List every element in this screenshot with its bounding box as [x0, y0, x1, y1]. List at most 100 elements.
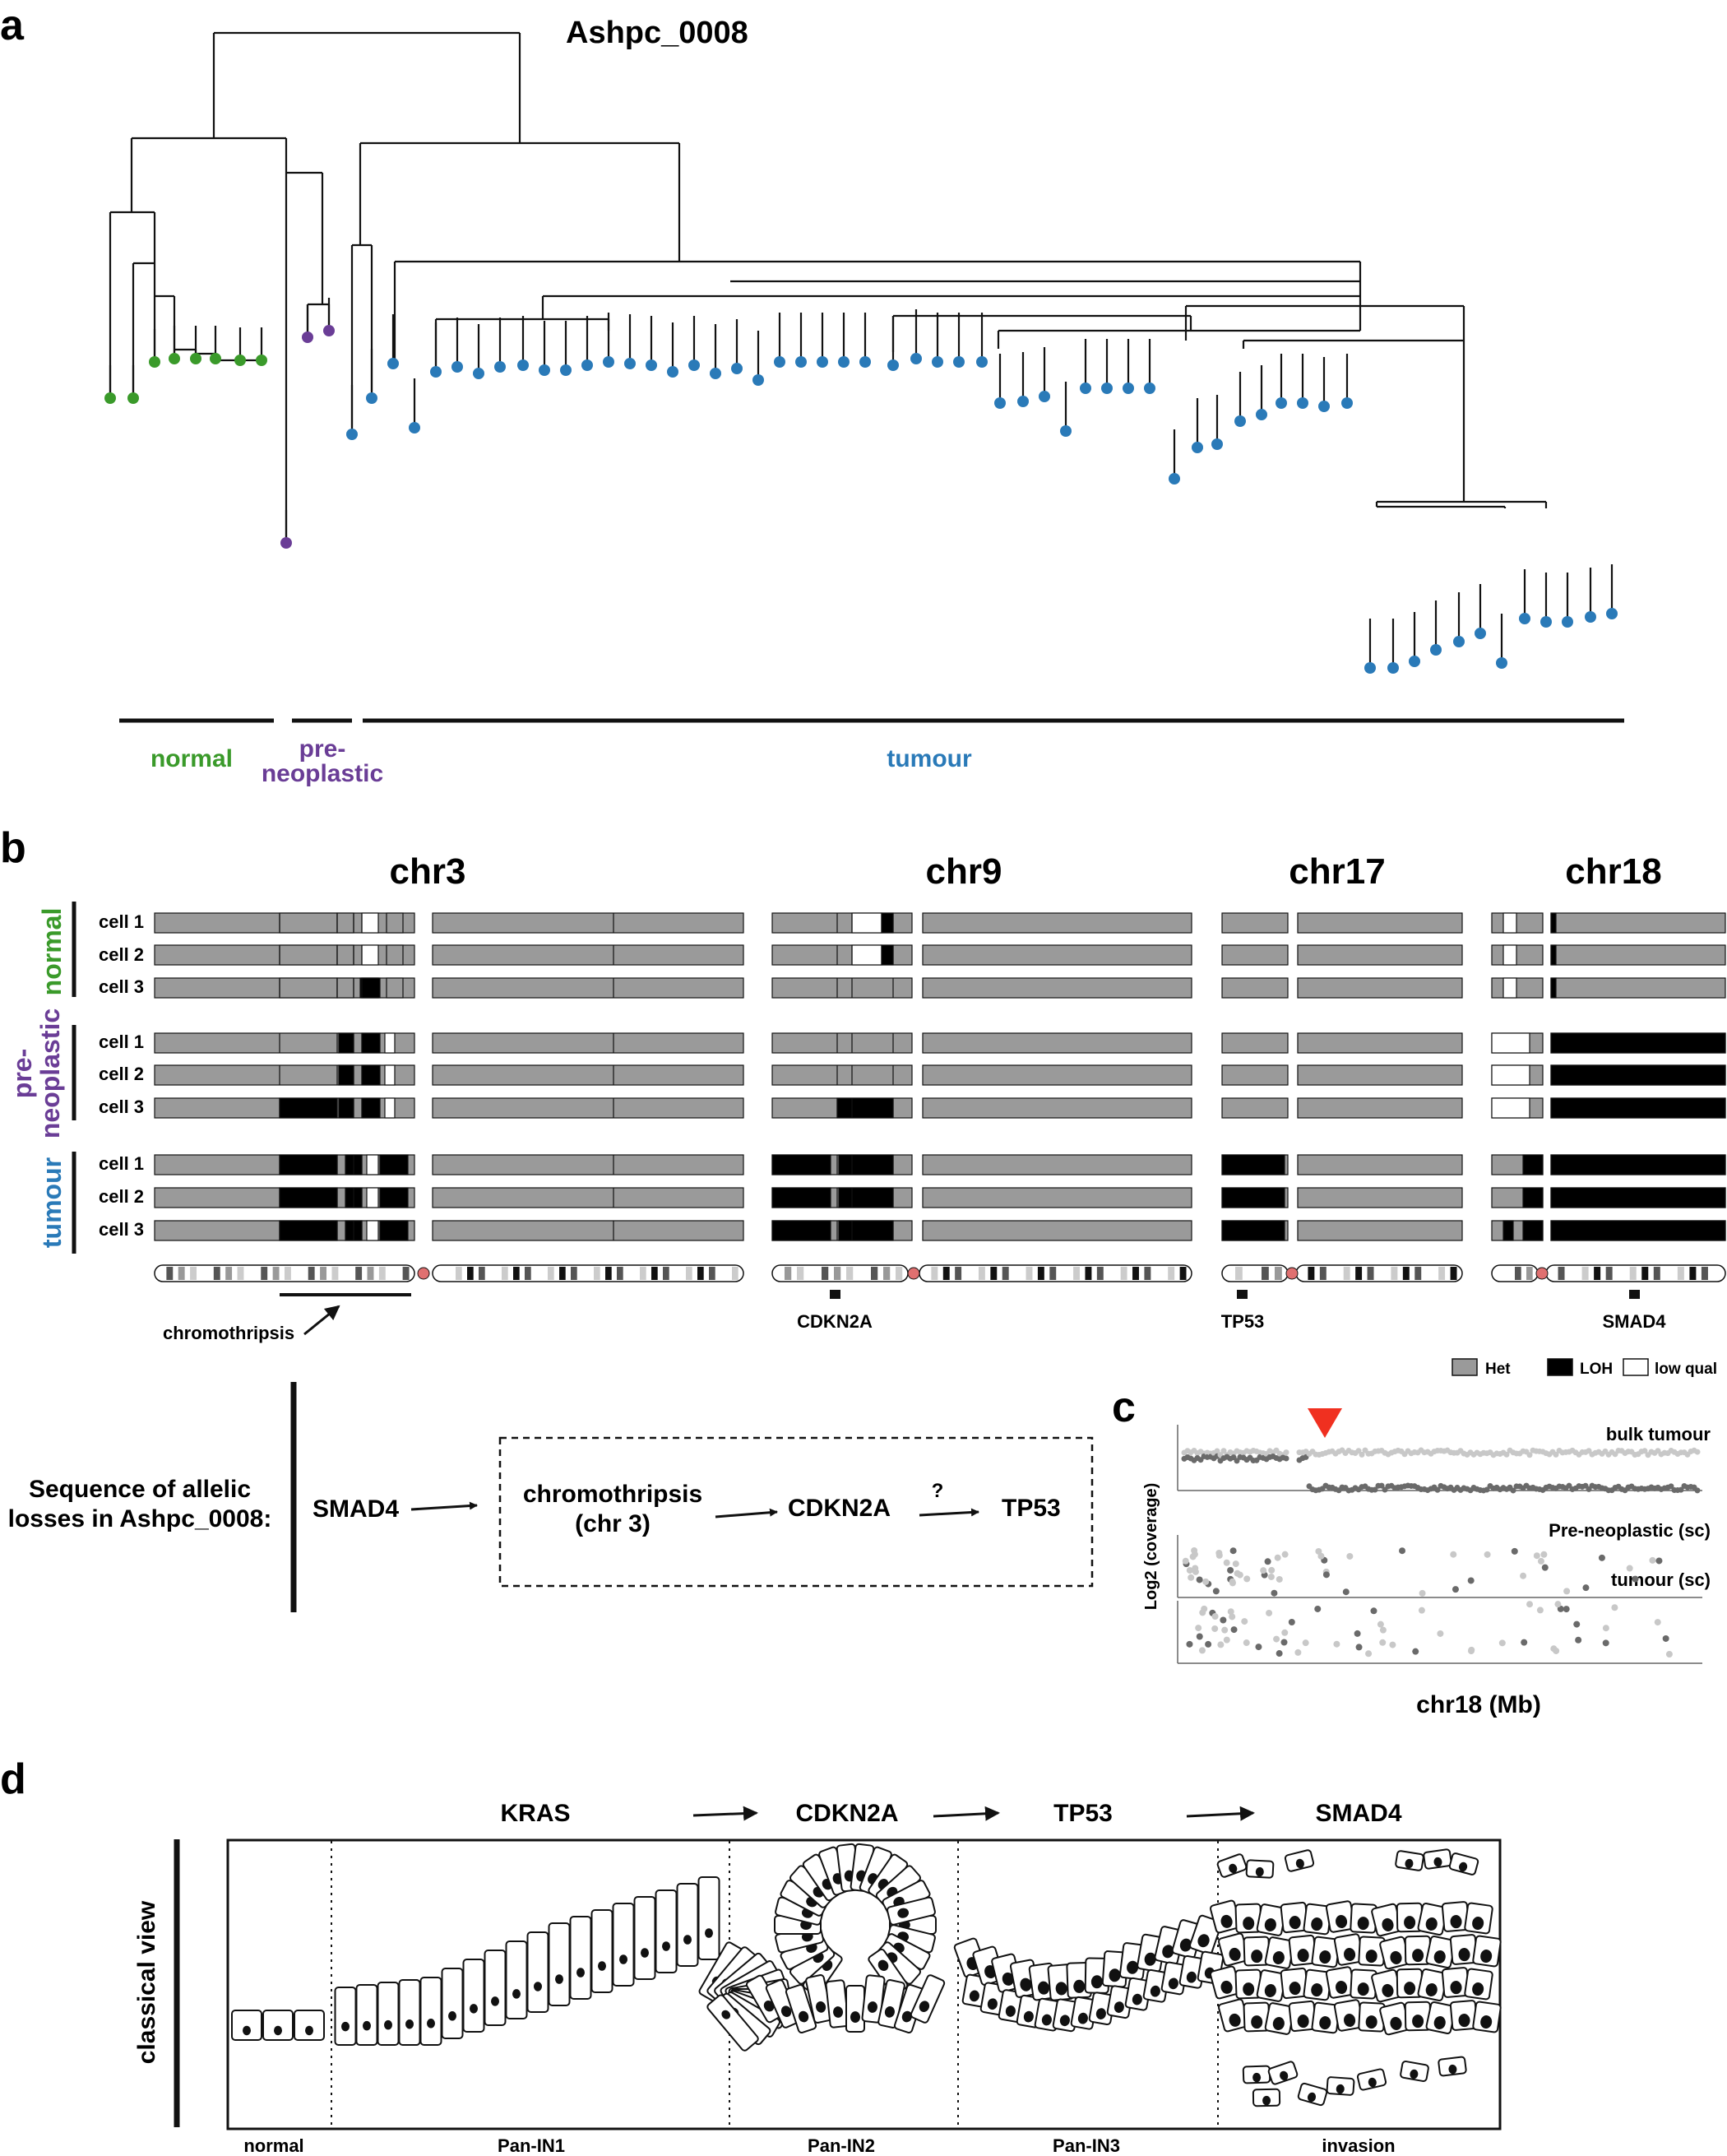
cn-segment — [1502, 1220, 1514, 1241]
tree-leaf-dot — [1192, 442, 1203, 453]
ideogram-band — [990, 1267, 998, 1280]
cell-nucleus — [1289, 1916, 1301, 1930]
centromere — [907, 1267, 920, 1280]
cn-segment — [336, 912, 354, 934]
normal-rows-label: normal — [37, 908, 67, 996]
chr18-breakpoint-marker — [1308, 1408, 1342, 1438]
cell-nucleus — [1243, 1917, 1255, 1931]
bulk-point — [1372, 1486, 1378, 1493]
legend-loh-swatch — [1547, 1358, 1573, 1376]
cell-nucleus — [1144, 1952, 1156, 1966]
ideogram-band — [456, 1267, 462, 1280]
tumour-sc-point — [1467, 1648, 1475, 1655]
cell-nucleus — [491, 1996, 499, 2006]
cell-row — [154, 977, 1726, 999]
tumour-sc-point — [1198, 1647, 1206, 1654]
tree-leaf-dot — [887, 359, 899, 371]
ideogram-band — [640, 1267, 646, 1280]
preneoplastic-point — [1276, 1575, 1283, 1583]
tumour-sc-point — [1243, 1639, 1250, 1647]
cell-nucleus — [1480, 1950, 1493, 1964]
scattered-invasive-cell — [1242, 2065, 1271, 2084]
cn-segment — [432, 944, 744, 966]
panin2-lower-cell — [845, 1985, 865, 2033]
cell-nucleus — [1368, 2077, 1377, 2088]
tumour-sc-point — [1229, 1613, 1236, 1620]
tree-leaf-dot — [581, 359, 593, 371]
cell-nucleus — [1357, 1917, 1369, 1931]
tumour-sc-point — [1554, 1601, 1562, 1608]
cell-nucleus — [1295, 1858, 1304, 1869]
cell-row — [154, 1064, 1726, 1086]
tumour-sc-point — [1201, 1605, 1208, 1612]
tree-leaf-dot — [1234, 415, 1246, 427]
panin1-cell — [655, 1889, 678, 1973]
tree-leaf-dot — [409, 422, 420, 434]
cn-segment — [384, 1064, 396, 1086]
cell-nucleus — [384, 2019, 392, 2030]
tree-leaf-dot — [451, 361, 463, 373]
cell-nucleus — [427, 2019, 435, 2028]
ideogram-band — [166, 1267, 174, 1280]
cell-row — [154, 1187, 1726, 1208]
ideogram-band — [513, 1267, 520, 1280]
cn-segment — [432, 1154, 744, 1175]
cn-segment — [384, 1097, 396, 1119]
tree-leaf-dot — [1475, 628, 1486, 639]
tree-leaf-dot — [752, 374, 764, 386]
stage-normal: normal — [243, 2135, 303, 2156]
cn-segment — [922, 1187, 1192, 1208]
ideogram-band — [213, 1267, 220, 1280]
tumour-rows-label: tumour — [37, 1157, 67, 1248]
preneoplastic-point — [1632, 1575, 1639, 1583]
cn-segment — [1221, 1187, 1285, 1208]
tumour-sc-point — [1211, 1613, 1219, 1620]
preneoplastic-point — [1212, 1588, 1220, 1595]
ideogram-band — [559, 1267, 566, 1280]
cn-segment — [851, 912, 882, 934]
cell-nucleus — [1229, 1947, 1241, 1961]
cell-nucleus — [897, 1908, 910, 1918]
preneoplastic-point — [1626, 1565, 1633, 1572]
ideogram-band — [834, 1267, 841, 1280]
tree-leaf-dot — [910, 353, 922, 364]
cn-segment — [881, 944, 894, 966]
cell-nucleus — [1433, 1857, 1442, 1867]
ideogram-band — [320, 1267, 326, 1280]
chromosome-bars — [154, 912, 1726, 1241]
panel-c-letter: c — [1112, 1384, 1136, 1431]
preneoplastic-point — [1192, 1568, 1199, 1575]
cell-nucleus — [850, 2011, 860, 2023]
centromere — [417, 1267, 430, 1280]
stage-panin1: Pan-IN1 — [498, 2135, 565, 2156]
panin1-curve-cell — [706, 1994, 759, 2052]
panin1-cell — [548, 1922, 571, 2006]
invasion-cell — [1264, 1936, 1295, 1969]
tree-leaf-dot — [1562, 616, 1573, 628]
cell-nucleus — [919, 2001, 930, 2012]
chr17-ideogram — [1221, 1264, 1463, 1282]
cn-segment — [1550, 977, 1726, 999]
tumour-cell-1-label: cell 1 — [99, 1153, 144, 1174]
preneoplastic-point — [1227, 1566, 1234, 1574]
legend-loh-label: LOH — [1580, 1361, 1613, 1378]
cn-segment — [361, 1064, 381, 1086]
cn-segment — [279, 1220, 338, 1241]
preneoplastic-point — [1274, 1554, 1281, 1561]
cn-segment — [1491, 977, 1544, 999]
ideogram-band — [1677, 1267, 1684, 1280]
smad4-locus-mark — [1629, 1290, 1640, 1299]
chr3-heading: chr3 — [390, 851, 466, 892]
centromere — [1535, 1267, 1549, 1280]
cn-segment — [359, 977, 381, 999]
seq-arrow-1 — [410, 1501, 478, 1511]
cell-nucleus — [1472, 1917, 1484, 1931]
panin1-cell — [633, 1896, 656, 1980]
tree-leaf-dot — [1453, 636, 1465, 647]
invasion-cell — [1472, 2001, 1502, 2033]
panel-c-xlabel: chr18 (Mb) — [1416, 1691, 1541, 1718]
ideogram-band — [272, 1267, 280, 1280]
chromothripsis-label: chromothripsis — [163, 1323, 294, 1343]
cell-body — [655, 1889, 678, 1973]
preneoplastic-point — [1563, 1588, 1571, 1595]
